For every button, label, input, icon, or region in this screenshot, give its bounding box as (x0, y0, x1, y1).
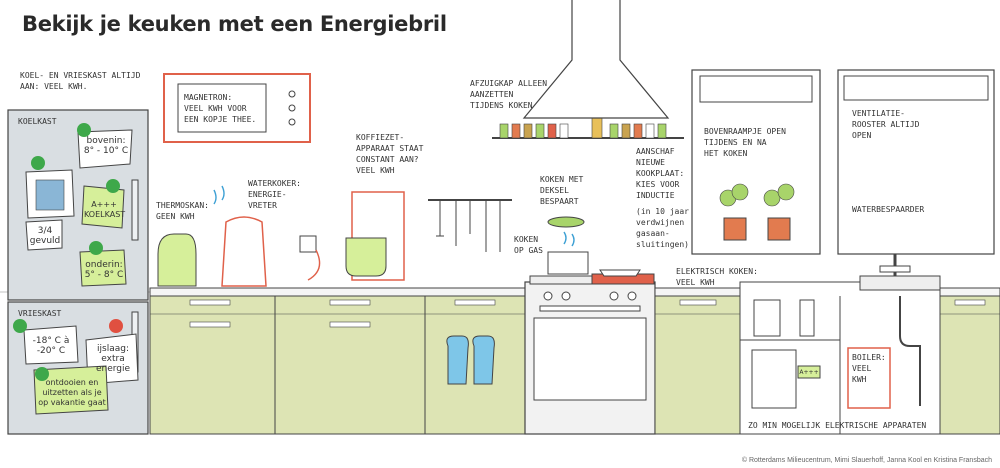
pot-lid (547, 216, 585, 228)
drawer-handle (189, 321, 231, 328)
note-driekwart-paper (25, 219, 63, 251)
note-bovenin: bovenin: 8° - 10° C (83, 136, 129, 156)
note-vries-temp-paper (23, 325, 79, 365)
koelkast-label: KOELKAST (18, 117, 57, 126)
cooking-pot (547, 251, 589, 275)
top-window-open (699, 75, 813, 103)
stove-knob-icon (543, 291, 637, 301)
microwave-window (177, 83, 267, 133)
koken-deksel-label: KOKEN MET DEKSEL BESPAART (540, 175, 584, 206)
plant-icon (719, 183, 795, 207)
cabinet-right (654, 295, 741, 435)
drawer-handle (329, 321, 371, 328)
fridge-photo (35, 179, 65, 211)
appliance-energy-label: A+++ (799, 369, 819, 376)
note-onderin-paper (79, 249, 127, 287)
oven-handle (539, 305, 641, 312)
oven-mitt (472, 335, 495, 385)
juicer (753, 299, 781, 337)
appliance-label-tag (797, 365, 821, 379)
elektrisch-label: ELEKTRISCH KOKEN: VEEL kWh (676, 267, 758, 287)
frying-pan (599, 269, 641, 277)
steam-icon (563, 231, 575, 247)
kettle (221, 216, 267, 287)
copyright-footer: © Rotterdams Milieucentrum, Mimi Slauerh… (741, 457, 992, 464)
koken-gas-label: KOKEN OP GAS (514, 235, 543, 255)
thermoskan-label: THERMOSKAN: GEEN kWh (156, 201, 209, 221)
tap-base (879, 265, 911, 273)
note-koelkast-label: A+++ KOELKAST (84, 200, 126, 219)
boiler (847, 347, 891, 409)
food-mixer (751, 349, 797, 409)
koffiezet-label: KOFFIEZET- APPARAAT STAAT CONSTANT AAN? … (356, 133, 424, 175)
afzuigkap-label: AFZUIGKAP ALLEEN AANZETTEN TIJDENS KOKEN (470, 79, 548, 110)
steam-icon (213, 185, 225, 205)
note-ontdooien: ontdooien en uitzetten als je op vakanti… (38, 378, 106, 407)
drawer-handle (454, 299, 496, 306)
plant-pot (723, 217, 747, 241)
page-title: Bekijk je keuken met een Energiebril (22, 12, 447, 36)
ventilatie-label: VENTILATIE- ROOSTER ALTIJD OPEN (852, 109, 920, 140)
waterbespaarder-label: WATERBESPAARDER (852, 205, 925, 214)
drain-pipe (899, 296, 921, 406)
note-ijslaag: ijslaag: extra energie (95, 344, 131, 374)
gas-burner (529, 275, 593, 285)
boiler-label: BOILER: VEEL kWh (852, 353, 886, 384)
stove (524, 273, 656, 435)
thermos (157, 233, 197, 287)
range-hood (522, 0, 670, 119)
note-bovenin-paper (77, 129, 133, 169)
bovenraam-label: BOVENRAAMPJE OPEN TIJDENS EN NA HET KOKE… (704, 127, 786, 158)
aanschaf-note: (in 10 jaar verdwijnen gasaan- sluitinge… (636, 207, 689, 249)
koelkast-handle (131, 179, 139, 241)
note-ontdooien-paper (33, 365, 109, 415)
power-cord (307, 249, 321, 281)
minimal-appliances-label: ZO MIN MOGELIJK ELEKTRISCHE APPARATEN (748, 421, 927, 430)
aanschaf-label: AANSCHAF NIEUWE KOOKPLAAT: KIES VOOR IND… (636, 147, 685, 200)
drawer-handle (329, 299, 371, 306)
utensils-icon (436, 200, 501, 252)
note-driekwart: 3/4 gevuld (29, 226, 61, 246)
window-right (837, 69, 995, 255)
drawer-handle (189, 299, 231, 306)
drawer-handle (954, 299, 986, 306)
ventilation-grille (843, 75, 989, 101)
countertop-left (149, 287, 526, 297)
waterkoker-label: WATERKOKER: ENERGIE- VRETER (248, 179, 301, 210)
power-socket-icon (299, 235, 317, 253)
sink (859, 275, 941, 291)
cabinet-left (149, 295, 526, 435)
oven-mitt (446, 335, 469, 385)
magnetron-label: MAGNETRON: VEEL kWh VOOR EEN KOPJE THEE. (184, 93, 257, 124)
fridge-header-label: KOEL- EN VRIESKAST ALTIJD AAN: VEEL kWh. (20, 71, 141, 91)
coffee-pot (345, 237, 387, 277)
smiley-icon (13, 123, 123, 381)
drawer-handle (679, 299, 717, 306)
microwave-buttons-icon (288, 90, 296, 126)
spice-jars-icon (499, 105, 667, 139)
oven-window (533, 317, 647, 401)
plant-pot (767, 217, 791, 241)
cabinet-right-end (939, 295, 1000, 435)
vrieskast-label: VRIESKAST (18, 309, 62, 318)
note-onderin: onderin: 5° - 8° C (84, 260, 124, 280)
blender (799, 299, 815, 337)
note-vries-temp: -18° C à -20° C (32, 336, 70, 356)
